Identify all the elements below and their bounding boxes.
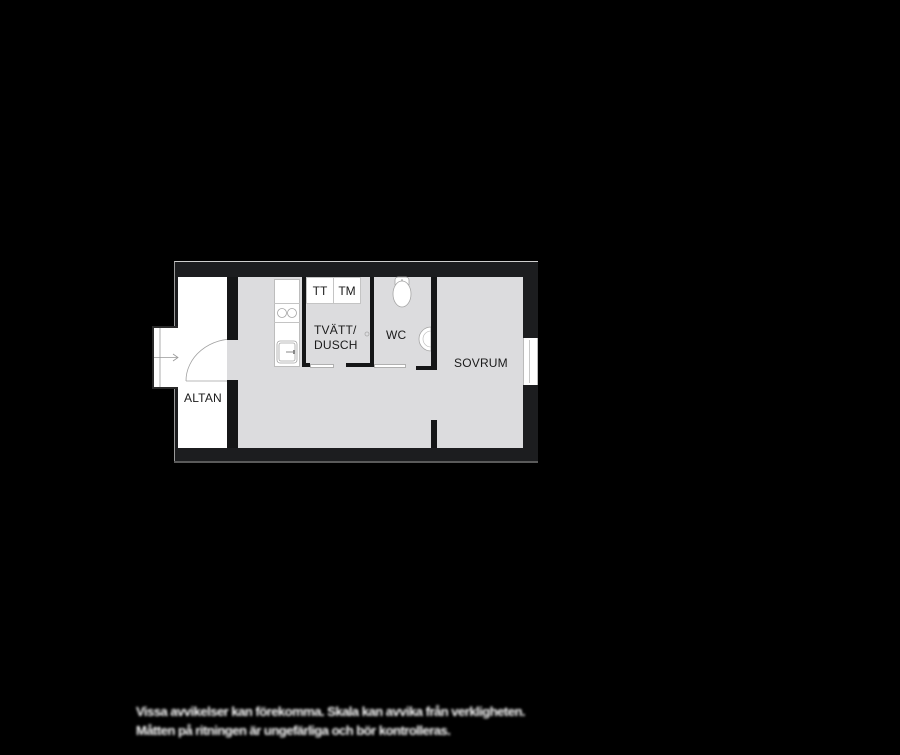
tumble-dryer: TT: [306, 277, 334, 304]
room-label-altan: ALTAN: [184, 391, 222, 405]
sink-icon: [276, 340, 298, 364]
outer-wall-edge: [174, 461, 538, 463]
wall-tvatt-stub: [302, 363, 310, 367]
counter-divider: [274, 322, 300, 323]
room-label-sovrum: SOVRUM: [454, 356, 508, 370]
washing-machine: TM: [333, 277, 361, 304]
washbasin-icon: [418, 326, 431, 352]
wall-tvatt-wc: [370, 277, 374, 367]
disclaimer-line-2: Måtten på ritningen är ungefärliga och b…: [136, 723, 451, 738]
wall-wc-bottom: [416, 366, 437, 370]
wall-tvatt-left: [302, 277, 306, 367]
stove-icon: [277, 308, 297, 318]
counter-divider: [274, 303, 300, 304]
wall-tvatt-bottom: [346, 363, 370, 367]
window-pane-line: [529, 340, 530, 383]
floor-drain-icon: [364, 331, 370, 337]
entry-door-opening: [227, 340, 238, 380]
room-label-tvatt-dusch: TVÄTT/ DUSCH: [314, 323, 358, 352]
toilet-icon: [392, 276, 412, 308]
wall-wc-sovrum: [431, 277, 437, 370]
disclaimer-line-1: Vissa avvikelser kan förekomma. Skala ka…: [136, 704, 526, 719]
window-right: [523, 338, 538, 385]
room-altan: [178, 277, 227, 448]
wall-sovrum-stub: [431, 420, 437, 448]
wall-altan-lower: [227, 380, 238, 448]
wc-door-panel: [374, 364, 406, 368]
entry-arrow-icon: [154, 328, 179, 387]
tvatt-door-panel: [310, 364, 334, 368]
tt-label: TT: [312, 283, 328, 298]
room-label-wc: WC: [386, 328, 407, 342]
disclaimer-text: Vissa avvikelser kan förekomma. Skala ka…: [136, 702, 616, 740]
wall-altan-upper: [227, 277, 238, 340]
tm-label: TM: [338, 283, 356, 298]
door-swing-icon: [185, 338, 238, 382]
